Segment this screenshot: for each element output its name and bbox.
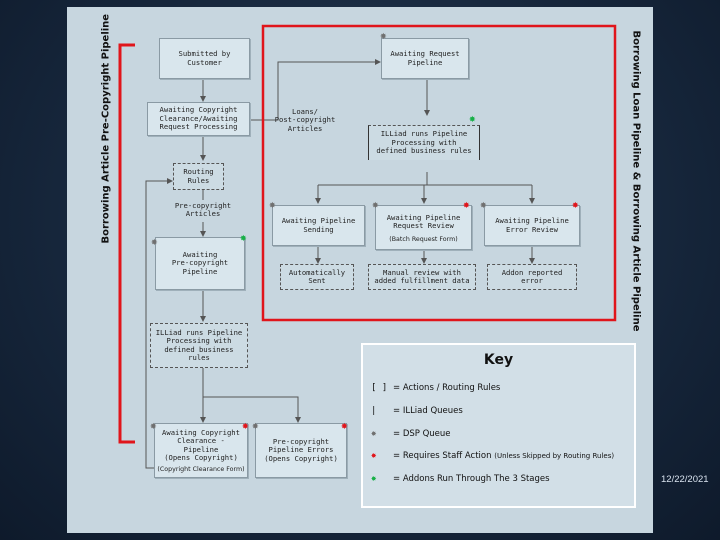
- key-text: = DSP Queue: [393, 429, 451, 439]
- dashed-bracket-icon: [ ]: [371, 383, 388, 393]
- green-star-icon: ✸: [371, 474, 377, 484]
- bar-icon: |: [371, 406, 377, 416]
- automatically-sent-action: Automatically Sent: [280, 264, 354, 290]
- key-note: (Unless Skipped by Routing Rules): [494, 452, 615, 460]
- key-row-queues: | = ILLiad Queues: [371, 406, 463, 416]
- key-panel: Key [ ] = Actions / Routing Rules | = ILLi…: [361, 343, 636, 508]
- red-star-icon: ✸: [463, 198, 470, 211]
- grey-star-icon: ✸: [269, 198, 276, 211]
- grey-star-icon: ✸: [252, 419, 259, 432]
- key-text: = Actions / Routing Rules: [393, 383, 501, 393]
- green-star-icon: ✸: [469, 112, 476, 125]
- awaiting-request-pipeline-node: Awaiting Request Pipeline: [381, 38, 469, 79]
- key-text: = Addons Run Through The 3 Stages: [393, 474, 550, 484]
- right-pipeline-label: Borrowing Loan Pipeline & Borrowing Arti…: [630, 30, 642, 332]
- copyright-clearance-form-label: (Copyright Clearance Form): [157, 466, 245, 473]
- submitted-by-customer-node: Submitted by Customer: [159, 38, 250, 79]
- grey-star-icon: ✸: [151, 235, 158, 248]
- awaiting-pipeline-error-review-node: Awaiting Pipeline Error Review: [484, 205, 580, 246]
- red-star-icon: ✸: [242, 419, 249, 432]
- left-pipeline-label: Borrowing Article Pre-Copyright Pipeline: [100, 13, 112, 244]
- grey-star-icon: ✸: [372, 198, 379, 211]
- grey-star-icon: ✸: [380, 29, 387, 42]
- batch-request-form-label: (Batch Request Form): [389, 236, 458, 243]
- grey-star-icon: ✸: [371, 429, 377, 439]
- red-star-icon: ✸: [371, 451, 377, 461]
- key-row-addons: ✸ = Addons Run Through The 3 Stages: [371, 474, 550, 484]
- key-row-dsp: ✸ = DSP Queue: [371, 429, 451, 439]
- precopyright-articles-label: Pre-copyright Articles: [174, 201, 232, 219]
- grey-star-icon: ✸: [480, 198, 487, 211]
- red-star-icon: ✸: [341, 419, 348, 432]
- manual-review-action: Manual review with added fulfillment dat…: [368, 264, 476, 290]
- key-title: Key: [483, 352, 514, 368]
- key-row-actions: [ ] = Actions / Routing Rules: [371, 383, 500, 393]
- key-text: = ILLiad Queues: [393, 406, 463, 416]
- illiad-runs-pipeline-right-action: ILLiad runs Pipeline Processing with def…: [368, 125, 480, 160]
- loans-post-copyright-label: Loans/ Post-copyright Articles: [274, 107, 336, 133]
- awaiting-copyright-clearance-node: Awaiting Copyright Clearance/Awaiting Re…: [147, 102, 250, 136]
- slide-date: 12/22/2021: [661, 474, 709, 485]
- awaiting-pipeline-sending-node: Awaiting Pipeline Sending: [272, 205, 365, 246]
- precopyright-pipeline-errors-node: Pre-copyright Pipeline Errors (Opens Cop…: [255, 423, 347, 478]
- illiad-runs-pipeline-left-action: ILLiad runs Pipeline Processing with def…: [150, 323, 248, 368]
- addon-reported-error-action: Addon reported error: [487, 264, 577, 290]
- key-row-staff-action: ✸ = Requires Staff Action (Unless Skipped…: [371, 451, 614, 461]
- red-star-icon: ✸: [572, 198, 579, 211]
- awaiting-copyright-clearance-pipeline-node: Awaiting Copyright Clearance - Pipeline …: [154, 423, 248, 478]
- awaiting-precopyright-node: Awaiting Pre-copyright Pipeline: [155, 237, 245, 290]
- green-star-icon: ✸: [240, 231, 247, 244]
- grey-star-icon: ✸: [150, 419, 157, 432]
- key-text: = Requires Staff Action: [393, 451, 492, 461]
- awaiting-pipeline-request-review-node: Awaiting Pipeline Request Review: [375, 205, 472, 250]
- routing-rules-action: Routing Rules: [173, 163, 224, 190]
